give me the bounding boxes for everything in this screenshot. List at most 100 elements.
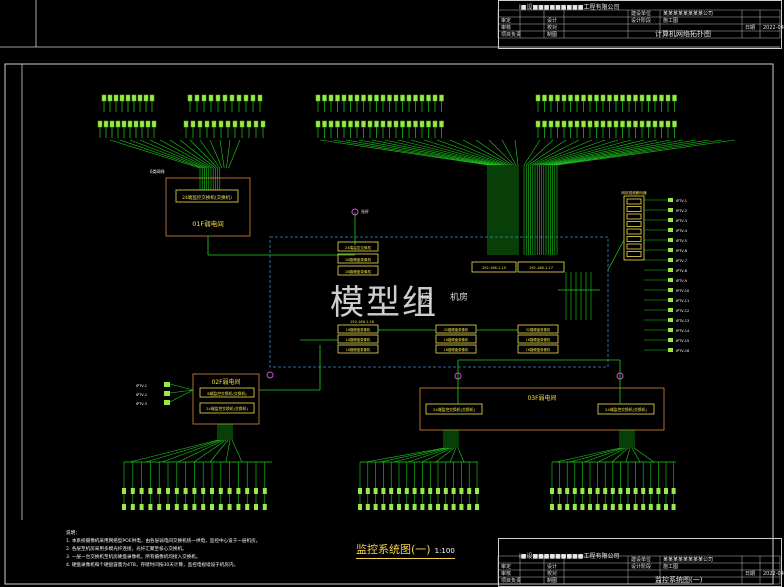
bottom-camera: [404, 488, 409, 494]
tr-top-camera: [620, 94, 625, 102]
bottom-camera: [254, 504, 258, 510]
rack-label: 16路硬盘录像机: [526, 347, 551, 352]
tl-top-camera: [149, 94, 155, 102]
tr-mid-camera: [561, 120, 567, 128]
tl-right2-camera: [225, 120, 231, 128]
tm-fan: [397, 139, 501, 166]
fiber-tag: 光纤: [361, 208, 369, 214]
title-cell: 2022-04: [763, 571, 784, 577]
core-device: [517, 261, 565, 273]
tr-top-camera: [535, 94, 541, 102]
bottom-camera: [443, 504, 448, 510]
bottom-camera: [664, 504, 668, 510]
bottom-camera: [404, 504, 409, 510]
tl-fan: [139, 139, 207, 169]
tr-mid-camera: [665, 120, 671, 128]
core-device: [337, 265, 379, 276]
tl-top-camera: [107, 94, 113, 102]
title-cell: 制图: [547, 32, 558, 38]
bottom-camera: [475, 488, 479, 494]
bottom-camera: [174, 488, 179, 494]
bottom-camera: [671, 504, 676, 510]
bottom-camera: [227, 504, 232, 510]
rack-label: 16路硬盘录像机: [526, 337, 551, 342]
bottom-camera: [365, 488, 370, 494]
bottom-fan: [631, 447, 641, 463]
monitor-icon: [668, 238, 673, 242]
tr-top-camera: [665, 94, 671, 102]
bottom-fan: [435, 447, 455, 463]
bottom-camera: [648, 504, 653, 510]
title-cell: 某某某某某某某某公司: [663, 557, 714, 563]
title-cell: 制图: [547, 578, 558, 584]
tl-mid-camera: [145, 120, 151, 128]
bottom-camera: [626, 488, 630, 494]
bottom-camera: [358, 504, 362, 510]
top-company-name: Ⅰ■设■■■■■■■■■工程有限公司: [519, 4, 620, 11]
tm-mid-camera: [367, 120, 373, 128]
bottom-camera: [595, 488, 600, 494]
control-room-label-overlay: 房: [420, 292, 434, 307]
monitor-label: IPTV-14: [676, 329, 690, 333]
monitor-label: IPTV-2: [676, 209, 687, 213]
bottom-camera: [467, 504, 472, 510]
monitor-icon: [668, 258, 673, 262]
bottom-camera: [459, 504, 464, 510]
tl-right-camera: [236, 94, 242, 102]
tr-top-camera: [613, 94, 619, 102]
core-ip: 192.168.1.17: [529, 266, 553, 270]
monitor-label: IPTV-13: [676, 319, 689, 323]
bottom-camera: [192, 488, 197, 494]
control-room-label: 机房: [450, 291, 468, 303]
bottom-camera: [365, 504, 370, 510]
tr-fan: [532, 139, 593, 166]
tl-right2-camera: [204, 120, 210, 128]
monitor-label: IPTV-11: [676, 299, 689, 303]
title-cell: 设计: [547, 18, 558, 24]
monitor-icon: [668, 348, 673, 352]
monitor-label: IPTV-6: [676, 249, 687, 253]
bottom-camera: [459, 488, 464, 494]
rack-device: [435, 344, 477, 354]
tl-fan: [159, 139, 212, 169]
tr-fan: [525, 139, 554, 166]
tr-mid-camera: [652, 120, 658, 128]
bottom-camera: [397, 504, 401, 510]
title-cell: 日期: [745, 25, 756, 31]
core-device: [337, 241, 379, 252]
tl-mid-camera: [139, 120, 145, 128]
title-cell: 项目负责: [501, 32, 522, 38]
tl-right2-camera: [218, 120, 224, 128]
rack-device: [517, 344, 559, 354]
bottom-camera: [183, 504, 188, 510]
tr-top-camera: [659, 94, 664, 102]
bottom-camera: [122, 504, 126, 510]
tr-top-camera: [646, 94, 651, 102]
rack-device: [517, 334, 559, 344]
tm-fan: [514, 139, 519, 166]
monitor-icon: [668, 198, 673, 202]
tm-mid-camera: [400, 120, 405, 128]
tr-mid-camera: [535, 120, 541, 128]
tr-top-camera: [639, 94, 645, 102]
tr-mid-camera: [548, 120, 554, 128]
monitor-icon: [668, 278, 673, 282]
bottom-camera: [166, 488, 170, 494]
bottom-camera: [139, 488, 144, 494]
side-camera-label: IPTV-2: [136, 393, 147, 397]
tr-mid-camera: [568, 120, 573, 128]
side-stack-slot: [626, 228, 642, 235]
tm-top-camera: [354, 94, 360, 102]
monitor-icon: [668, 338, 673, 342]
tl-fan: [119, 139, 203, 169]
bottom-fan: [365, 447, 445, 463]
bottom-camera: [633, 504, 638, 510]
tr-fan: [539, 139, 632, 166]
bottom-camera: [588, 504, 592, 510]
sw-03f-b-label: 24端监控交换机(交换机): [605, 407, 647, 412]
side-link: [607, 239, 625, 271]
bottom-camera: [389, 488, 394, 494]
bottom-camera: [148, 488, 153, 494]
tm-top-camera: [406, 94, 412, 102]
